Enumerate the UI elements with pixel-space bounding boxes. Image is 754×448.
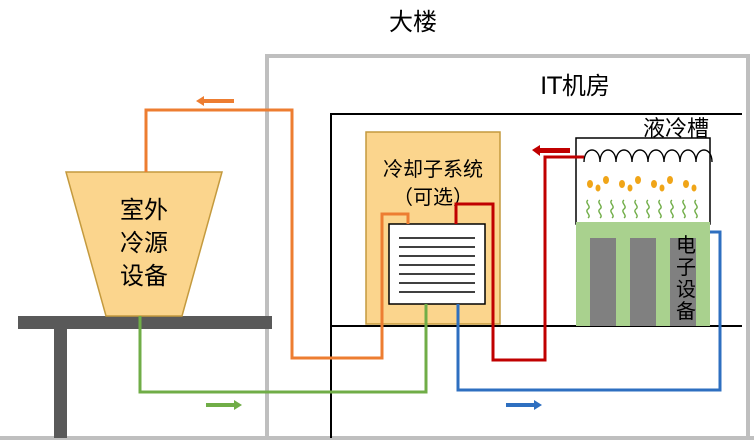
outdoor-unit-label-3: 设备 xyxy=(120,262,168,290)
building-label: 大楼 xyxy=(389,8,437,36)
outdoor-unit-label-1: 室外 xyxy=(120,196,168,224)
red-loop-pipe xyxy=(454,155,584,362)
electronics-label-2: 子 xyxy=(676,255,696,279)
outdoor-platform xyxy=(18,316,272,329)
it-room-label: IT机房 xyxy=(540,72,610,100)
blue-loop-pipe xyxy=(456,230,722,392)
vapor-wisps xyxy=(586,199,698,219)
blue-flow-arrow xyxy=(506,400,542,410)
cooling-subsystem-label: 冷却子系统 xyxy=(383,157,483,181)
electronics-label-3: 设 xyxy=(676,277,696,301)
building-wall xyxy=(265,54,750,436)
platform-leg xyxy=(54,328,67,438)
server-3 xyxy=(670,238,696,326)
green-flow-arrow xyxy=(206,400,242,410)
orange-flow-arrow xyxy=(196,96,234,106)
electronics-label-4: 备 xyxy=(676,299,696,323)
orange-loop-pipe xyxy=(144,108,410,360)
condensate-droplets xyxy=(587,176,697,192)
green-loop-pipe xyxy=(138,304,428,394)
server-1 xyxy=(590,238,616,326)
heat-exchanger xyxy=(388,223,486,305)
immersion-tank xyxy=(575,137,711,326)
outdoor-unit-label-2: 冷源 xyxy=(120,229,168,257)
condenser-coil xyxy=(583,149,713,163)
electronics-label-1: 电 xyxy=(676,233,696,257)
outdoor-cooling-unit xyxy=(65,171,223,317)
it-room-wall xyxy=(330,113,742,438)
red-flow-arrow xyxy=(532,145,570,156)
server-2 xyxy=(630,238,656,326)
